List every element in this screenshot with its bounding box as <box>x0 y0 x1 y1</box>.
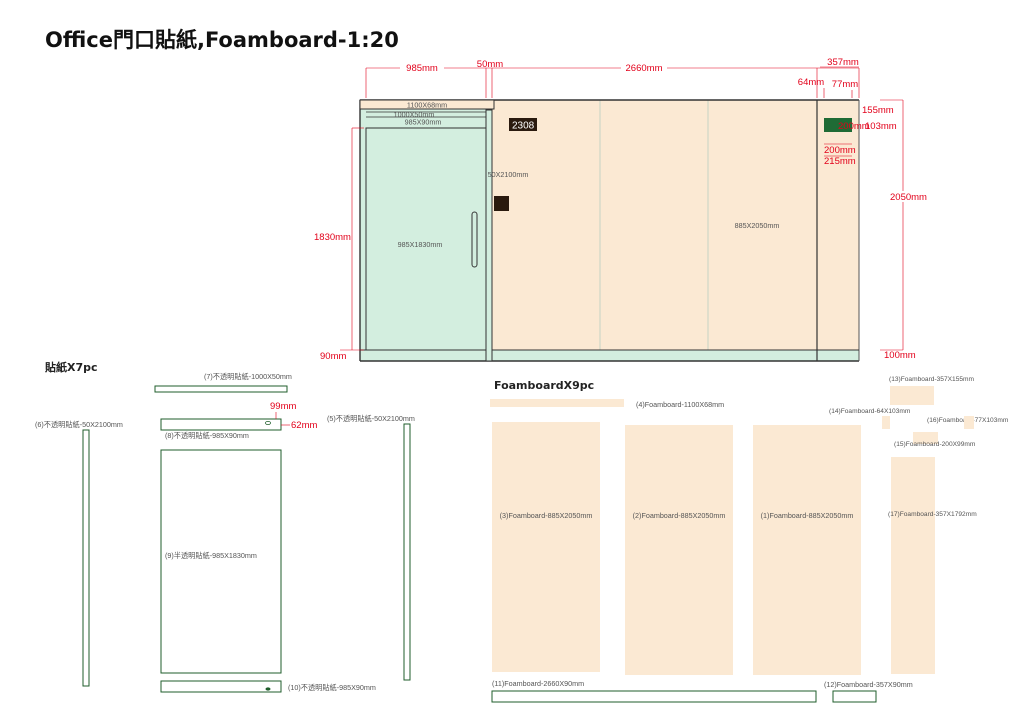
dim-985: 985mm <box>406 63 438 74</box>
foamboard-15 <box>913 432 938 444</box>
dim-103: 103mm <box>865 121 897 132</box>
header-strip-1100x68 <box>359 99 495 110</box>
foamboard-11 <box>491 690 817 703</box>
page-title: Office門口貼紙,Foamboard-1:20 <box>45 28 399 52</box>
foamboard-2-label: (2)Foamboard-885X2050mm <box>633 511 726 520</box>
dim-357: 357mm <box>827 57 859 68</box>
dim-1830: 1830mm <box>314 232 351 243</box>
sticker-7 <box>154 385 288 393</box>
dim-64: 64mm <box>798 77 824 88</box>
label-985x1830: 985X1830mm <box>398 240 443 249</box>
dim-90: 90mm <box>320 351 346 362</box>
sticker-9 <box>160 449 282 674</box>
foamboard-1 <box>753 425 861 675</box>
foamboard-14-label: (14)Foamboard-64X103mm <box>829 408 911 415</box>
sticker-6 <box>82 429 90 687</box>
door-handle <box>471 211 478 268</box>
dim-985-bg <box>400 62 444 73</box>
dim-sign-overlap: 200mm <box>838 121 870 132</box>
foamboard-17 <box>891 457 935 674</box>
dim-2660: 2660mm <box>626 63 663 74</box>
sticker-8-hole <box>265 420 271 425</box>
foamboard-13 <box>890 386 934 405</box>
foamboard-parts: FoamboardX9pc (4)Foamboard-1100X68mm (3)… <box>490 376 1009 703</box>
dim-50: 50mm <box>477 59 503 70</box>
card-reader <box>494 196 509 211</box>
dim-100: 100mm <box>884 350 916 361</box>
door-elevation: 2308 1100X68mm 1000X50mm 985X90mm 50X210… <box>359 99 860 362</box>
dimension-lines: 985mm 50mm 2660mm 357mm 64mm 77mm 155mm … <box>314 57 929 362</box>
room-number: 2308 <box>512 121 535 132</box>
dim-2660-bg <box>621 62 667 73</box>
foamboard-4-label: (4)Foamboard-1100X68mm <box>636 400 724 409</box>
label-50x2100: 50X2100mm <box>488 170 529 179</box>
sticker-6-label: (6)不透明貼紙-50X2100mm <box>35 420 123 429</box>
sticker-9-label: (9)半透明貼紙-985X1830mm <box>165 551 257 560</box>
bottom-skirting-band <box>492 350 859 361</box>
foamboard-16 <box>964 416 974 429</box>
sticker-8-dim-h: 62mm <box>291 420 317 431</box>
door-jamb-post <box>485 109 493 362</box>
foamboard-15-label: (15)Foamboard-200X99mm <box>894 441 976 448</box>
foamboard-2 <box>625 425 733 675</box>
green-sign-block <box>824 118 852 132</box>
foamboard-11-label: (11)Foamboard-2660X90mm <box>492 679 584 688</box>
foamboard-14 <box>882 416 890 429</box>
sticker-5-label: (5)不透明貼紙-50X2100mm <box>327 414 415 423</box>
label-1000x50: 1000X50mm <box>394 110 435 119</box>
label-1100x68: 1100X68mm <box>407 101 447 110</box>
foamboards-heading: FoamboardX9pc <box>494 379 594 392</box>
sticker-8-label: (8)不透明貼紙-985X90mm <box>165 431 249 440</box>
dim-215: 215mm <box>824 156 856 167</box>
foamboard-3-label: (3)Foamboard-885X2050mm <box>500 511 593 520</box>
glass-door-film <box>360 100 492 361</box>
dim-2050: 2050mm <box>890 192 927 203</box>
sticker-8 <box>160 418 282 431</box>
dim-77: 77mm <box>832 79 858 90</box>
dim-2050-bg <box>889 191 929 202</box>
label-985x90: 985X90mm <box>405 118 442 127</box>
sticker-10 <box>160 680 282 693</box>
foam-wall-panel <box>492 100 859 361</box>
foamboard-17-label: (17)Foamboard-357X1792mm <box>888 511 977 518</box>
foamboard-4 <box>490 399 624 407</box>
label-885x2050: 885X2050mm <box>735 221 780 230</box>
foamboard-1-label: (1)Foamboard-885X2050mm <box>761 511 854 520</box>
stickers-heading: 貼紙X7pc <box>44 360 98 374</box>
sticker-10-label: (10)不透明貼紙-985X90mm <box>288 683 376 692</box>
sticker-10-hole <box>265 687 271 691</box>
foamboard-13-label: (13)Foamboard-357X155mm <box>889 376 975 383</box>
room-number-plate <box>509 118 537 131</box>
sticker-8-dim-w: 99mm <box>270 401 296 412</box>
foamboard-12-label: (12)Foamboard-357X90mm <box>824 680 913 689</box>
dim-200: 200mm <box>824 145 856 156</box>
sticker-7-label: (7)不透明貼紙-1000X50mm <box>204 372 292 381</box>
foamboard-12 <box>832 690 877 703</box>
dim-155: 155mm <box>862 105 894 116</box>
sticker-parts: 貼紙X7pc (6)不透明貼紙-50X2100mm (7)不透明貼紙-1000X… <box>35 360 415 693</box>
sticker-5 <box>403 423 411 681</box>
foamboard-3 <box>492 422 600 672</box>
